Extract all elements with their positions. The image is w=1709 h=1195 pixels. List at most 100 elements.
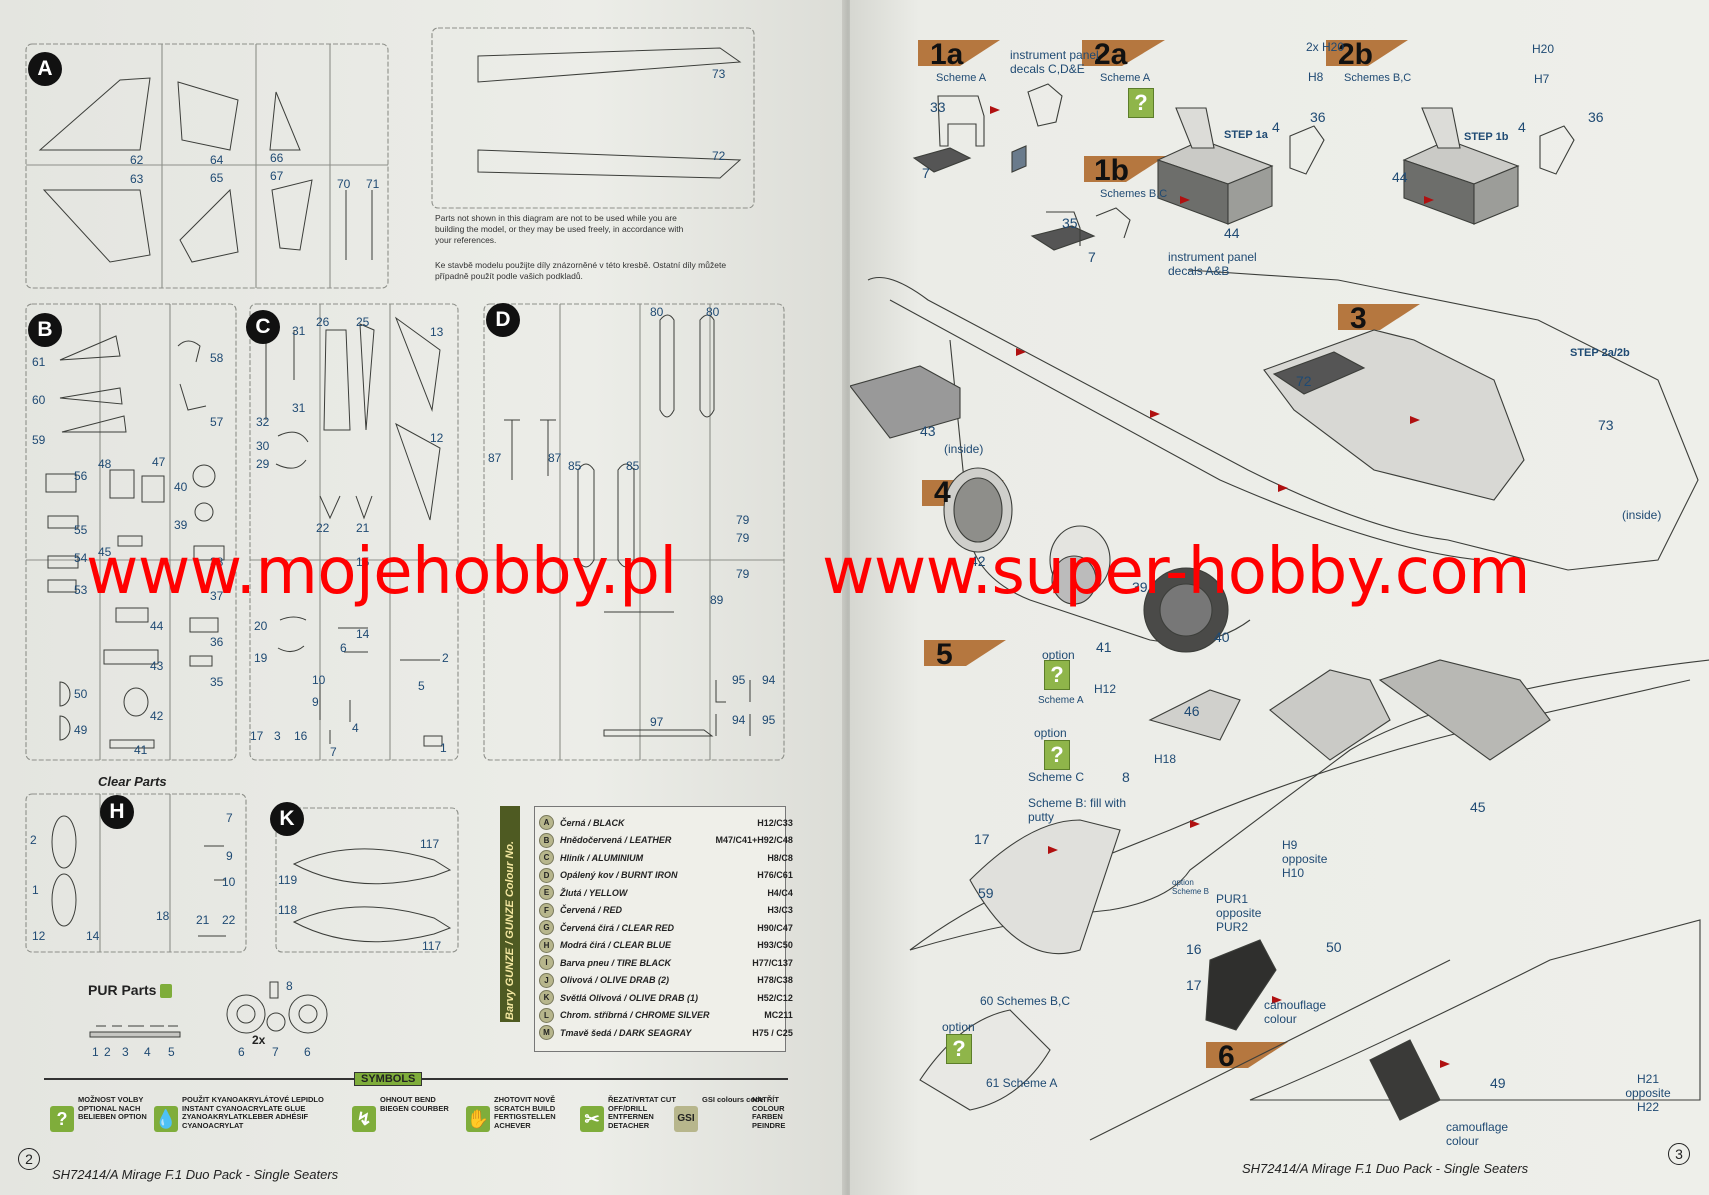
parts-note-en: Parts not shown in this diagram are not … <box>435 213 684 245</box>
part-label: 64 <box>210 153 224 167</box>
part-label: 56 <box>74 469 88 483</box>
part-label: 7 <box>330 745 337 759</box>
part-label: 42 <box>150 709 164 723</box>
part-67 <box>271 179 313 251</box>
part-number: 44 <box>1224 225 1240 241</box>
part-label: 2 <box>30 833 37 847</box>
part-label: 79 <box>736 531 750 545</box>
paint-ref: H76/C61 <box>757 870 793 881</box>
paint-code-cell: I <box>536 954 557 972</box>
paint-code-badge: A <box>539 815 554 831</box>
footer-right: SH72414/A Mirage F.1 Duo Pack - Single S… <box>1242 1161 1529 1176</box>
right-page-drawings <box>850 40 1709 1141</box>
sprue-a-badge: A <box>28 52 62 86</box>
paint-name: Hnědočervená / LEATHER <box>560 835 672 846</box>
symbol-text: ZHOTOVIT NOVĚ SCRATCH BUILD FERTIGSTELLE… <box>494 1095 556 1130</box>
paint-code-cell: A <box>536 814 557 832</box>
sprue-d-frame <box>483 303 785 761</box>
part-label: 31 <box>292 401 306 415</box>
paint-name: Hliník / ALUMINIUM <box>560 852 644 863</box>
left-page: A B C D H K Clear Parts Parts not shown … <box>0 0 846 1195</box>
callout-camouflage-2: camouflage colour <box>1446 1120 1509 1148</box>
paint-code-cell: M <box>536 1024 557 1042</box>
step-number: 4 <box>934 476 951 509</box>
paint-code-cell: K <box>536 989 557 1007</box>
part-label: 14 <box>356 627 370 641</box>
callout-h7: H7 <box>1534 72 1550 86</box>
callout-camouflage-1: camouflage colour <box>1264 998 1327 1026</box>
symbol-text: ŘEZAT/VRTAT CUT OFF/DRILL ENTFERNEN DETA… <box>608 1095 676 1130</box>
part-label: 9 <box>226 849 233 863</box>
sprue-a-frame <box>25 43 389 289</box>
pur-label: 2 <box>104 1045 111 1059</box>
part-label: 21 <box>356 521 370 535</box>
step-scheme: Scheme A <box>1100 72 1151 84</box>
paint-header: Barvy GUNZE / GUNZE Colour No. <box>504 840 516 1020</box>
part-number: 17 <box>974 831 990 847</box>
step-number: 1a <box>930 38 964 71</box>
pur-label: 3 <box>122 1045 129 1059</box>
part-label: 61 <box>32 355 46 369</box>
clear-parts-title: Clear Parts <box>98 774 167 789</box>
step-number: 2a <box>1094 38 1128 71</box>
part-65 <box>179 188 239 263</box>
paint-ref: MC211 <box>764 1010 793 1021</box>
page-number-left: 2 <box>18 1148 40 1170</box>
pur-marker-icon <box>160 984 173 999</box>
callout-2x-h20: 2x H20 <box>1306 40 1345 54</box>
part-72 <box>477 149 742 179</box>
part-label: 59 <box>32 433 46 447</box>
part-number: 40 <box>1214 629 1230 645</box>
callout-h21-h22: H21 opposite H22 <box>1625 1072 1671 1114</box>
paint-code-cell: F <box>536 902 557 920</box>
paint-name: Světlá Olivová / OLIVE DRAB (1) <box>560 992 699 1003</box>
part-label: 13 <box>430 325 444 339</box>
callout-h20: H20 <box>1532 42 1555 56</box>
paint-table-box <box>534 806 786 1052</box>
part-label: 53 <box>74 583 88 597</box>
callout-61-scheme-a: 61 Scheme A <box>986 1076 1058 1090</box>
part-label: 10 <box>312 673 326 687</box>
part-label: 44 <box>150 619 164 633</box>
paint-ref: H4/C4 <box>767 887 793 898</box>
part-label: 5 <box>418 679 425 693</box>
pur-parts-label: PUR Parts <box>88 982 157 998</box>
symbol-icon: ✂ <box>580 1106 604 1132</box>
symbol-icon: ? <box>50 1106 74 1132</box>
part-label: 1 <box>32 883 39 897</box>
instrument-panel-decals-cde: instrument panel decals C,D&E <box>1010 48 1099 76</box>
part-number: 46 <box>1184 703 1200 719</box>
part-label: 41 <box>134 743 148 757</box>
part-label: 58 <box>210 351 224 365</box>
part-label: 67 <box>270 169 284 183</box>
paint-ref: H3/C3 <box>767 905 793 916</box>
sprue-c-frame <box>249 303 459 761</box>
callout-pur1-pur2: PUR1 opposite PUR2 <box>1216 892 1262 934</box>
part-label: 87 <box>548 451 562 465</box>
part-number: 43 <box>920 423 936 439</box>
paint-ref: H78/C38 <box>757 975 793 986</box>
part-label: 60 <box>32 393 46 407</box>
paint-ref: H93/C50 <box>757 940 793 951</box>
part-number: 59 <box>978 885 994 901</box>
part-number: 36 <box>1310 109 1326 125</box>
callout-scheme-b-putty: Scheme B: fill with putty <box>1028 796 1127 824</box>
watermark-left: www.mojehobby.pl <box>86 535 677 609</box>
part-number: 39 <box>1132 579 1148 595</box>
part-label: 37 <box>210 589 224 603</box>
part-label: 55 <box>74 523 88 537</box>
callout-60-schemes-bc: 60 Schemes B,C <box>980 994 1071 1008</box>
pur-label: 6 <box>304 1045 311 1059</box>
paint-code-badge: G <box>539 920 554 936</box>
part-label: 47 <box>152 455 166 469</box>
paint-code-badge: F <box>539 902 554 918</box>
sprue-d-badge: D <box>486 303 520 337</box>
paint-code-badge: L <box>539 1007 554 1023</box>
part-number: 41 <box>1096 639 1112 655</box>
paint-code-badge: J <box>539 972 554 988</box>
part-label: 31 <box>292 324 306 338</box>
part-label: 85 <box>568 459 582 473</box>
